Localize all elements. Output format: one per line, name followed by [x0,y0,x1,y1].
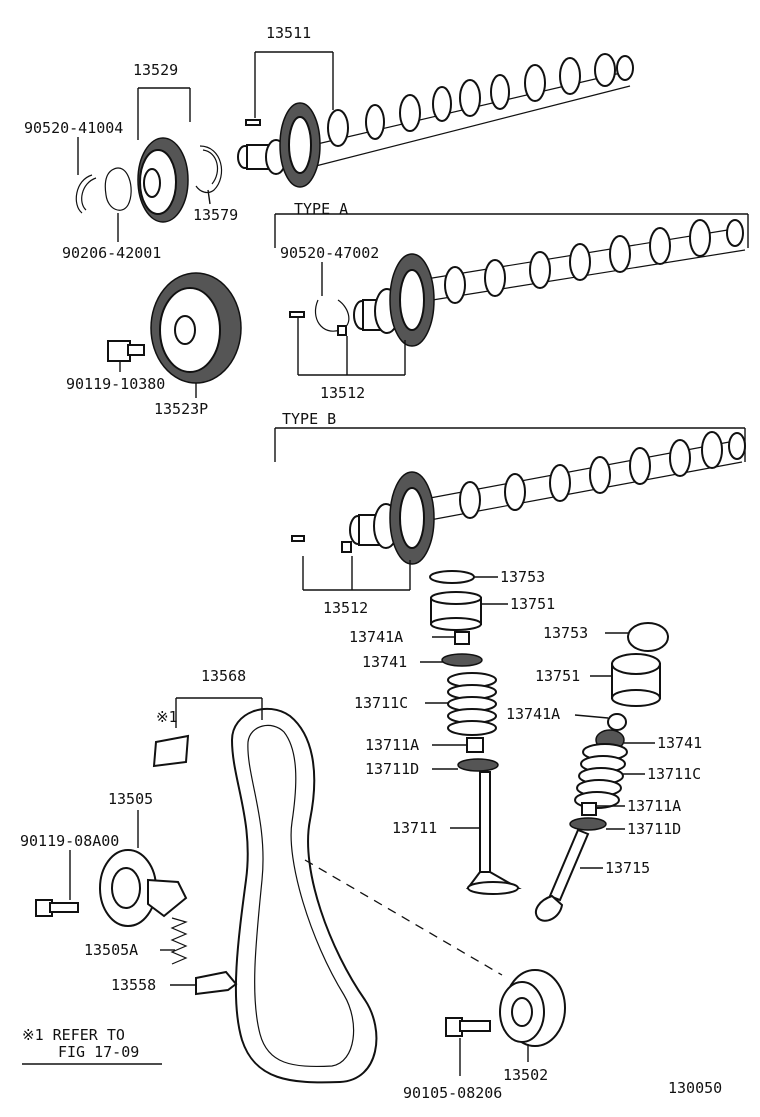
label-90105-08206: 90105-08206 [403,1084,502,1102]
label-13711A-b: 13711A [627,797,681,815]
label-90520-47002: 90520-47002 [280,244,379,262]
label-90119-10380: 90119-10380 [66,375,165,393]
leader-13741A-b [574,714,609,719]
spring-13505A [170,917,188,965]
label-13502: 13502 [503,1066,548,1084]
snap-ring-13579 [195,145,223,194]
ref-mark: ※1 [156,708,178,726]
camshaft-type-a [353,219,746,347]
seat-13711D-a [457,758,499,772]
pin-type-a-1 [289,311,305,318]
bolt-90105-08206 [445,1017,491,1037]
label-13558: 13558 [111,976,156,994]
pin-type-a-2 [337,325,347,336]
label-13753-b: 13753 [543,624,588,642]
label-13711C-a: 13711C [354,694,408,712]
timing-belt-13568 [230,707,378,1084]
lifter-13751-a [430,591,482,631]
keeper-13741A-b [607,713,627,731]
label-13741A-a: 13741A [349,628,403,646]
label-13512-a: 13512 [320,384,365,402]
label-13751-a: 13751 [510,595,555,613]
tensioner-13505 [99,849,188,927]
label-13523P: 13523P [154,400,208,418]
label-13711D-a: 13711D [365,760,419,778]
label-13529: 13529 [133,61,178,79]
type-a-label: TYPE A [294,200,348,218]
label-13741A-b: 13741A [506,705,560,723]
label-90520-41004: 90520-41004 [24,119,123,137]
note-line-2: FIG 17-09 [58,1043,139,1061]
label-13753-a: 13753 [500,568,545,586]
cam-gear-13529 [137,137,189,223]
keeper-13741A-a [454,631,470,645]
label-13505: 13505 [108,790,153,808]
label-13741-a: 13741 [362,653,407,671]
type-b-label: TYPE B [282,410,336,428]
label-13568: 13568 [201,667,246,685]
label-13711: 13711 [392,819,437,837]
note-line-1: ※1 REFER TO [22,1026,125,1044]
bolt-90119-08A00 [35,899,79,917]
label-13579: 13579 [193,206,238,224]
label-13711A-a: 13711A [365,736,419,754]
spring-13711C-a [447,672,497,736]
valve-13715 [534,828,590,922]
label-13741-b: 13741 [657,734,702,752]
camshaft-type-b [349,431,746,565]
pin-type-b-2 [341,541,352,553]
pulley-13523P [150,272,242,384]
bolt-90119-10380 [107,340,145,362]
label-13711D-b: 13711D [627,820,681,838]
shim-13753-a [429,570,475,584]
ring-90206-42001 [104,167,132,211]
shim-13753-b [627,622,669,652]
label-13751-b: 13751 [535,667,580,685]
camshaft-top [237,53,634,188]
idler-pulley-13502 [499,969,566,1047]
label-13511: 13511 [266,24,311,42]
label-13505A: 13505A [84,941,138,959]
snap-ring-90520-41004 [75,174,93,214]
pin-type-b-1 [291,535,305,542]
label-13711C-b: 13711C [647,765,701,783]
dashed-assembly-line [304,859,503,976]
label-90119-08A00: 90119-08A00 [20,832,119,850]
label-13715: 13715 [605,859,650,877]
valve-13711 [466,771,522,895]
spring-13711C-b [574,743,628,809]
label-90206-42001: 90206-42001 [62,244,161,262]
label-13512-b: 13512 [323,599,368,617]
leader-13579 [207,189,211,205]
lifter-13751-b [611,653,661,707]
seal-13711A-b [581,802,597,816]
figure-number: 130050 [668,1079,722,1097]
seal-13711A-a [466,737,484,753]
seat-13711D-b [569,817,607,831]
bracket-13558 [195,970,238,996]
ref-card [152,734,190,768]
retainer-13741-a [441,653,483,667]
